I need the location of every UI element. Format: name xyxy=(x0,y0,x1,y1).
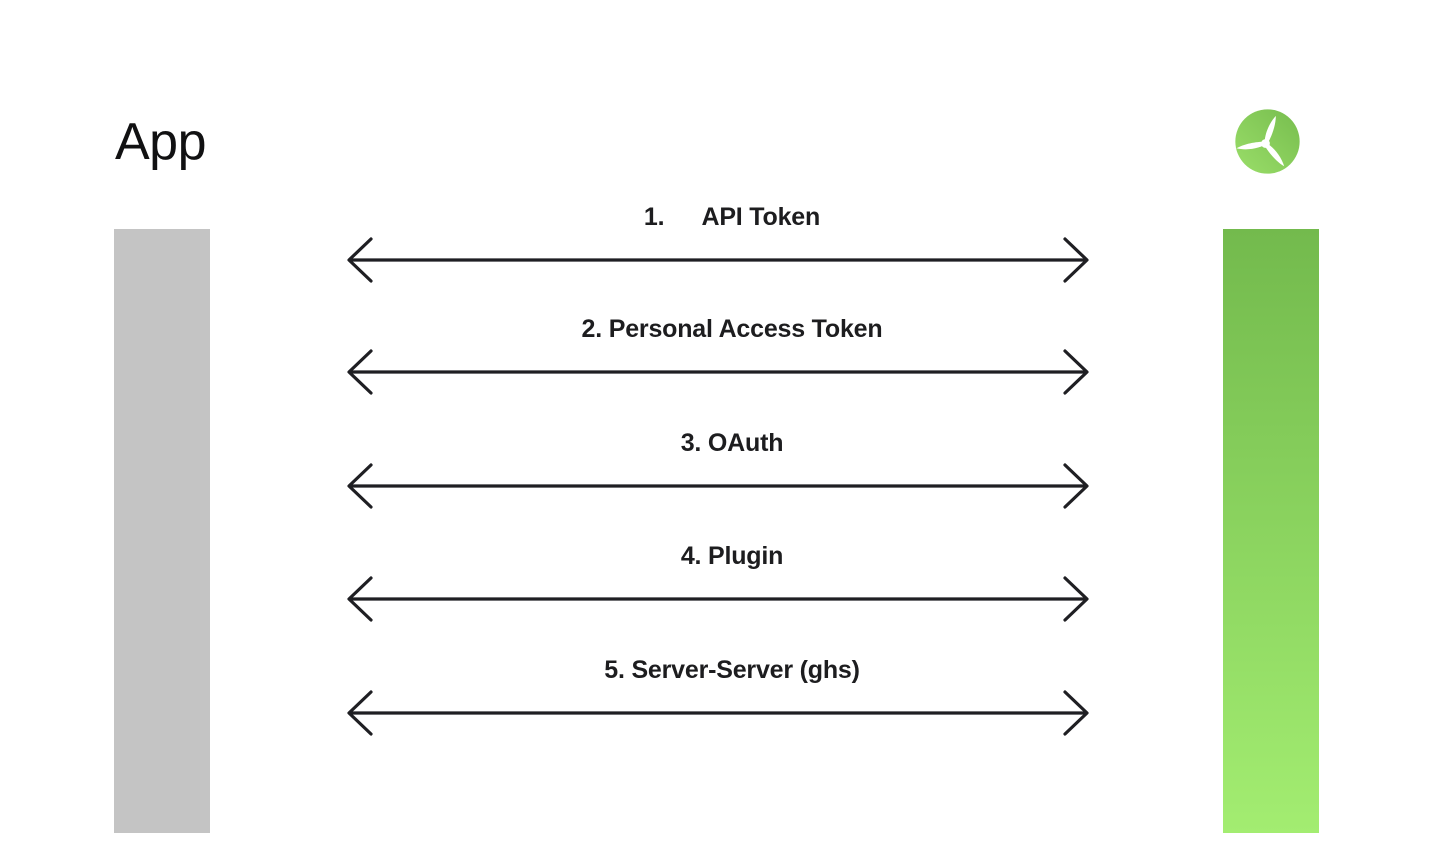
app-title: App xyxy=(115,113,207,171)
service-lifeline-bar xyxy=(1223,229,1319,833)
connection-row: 1. API Token xyxy=(345,200,1091,286)
connection-label: 5. Server-Server (ghs) xyxy=(604,656,860,684)
connection-label: 3. OAuth xyxy=(680,429,784,457)
connection-row: 2. Personal Access Token xyxy=(345,312,1091,398)
connection-label: 4. Plugin xyxy=(680,542,784,570)
connection-row: 3. OAuth xyxy=(345,426,1091,512)
connection-row: 4. Plugin xyxy=(345,539,1091,625)
double-arrow-icon xyxy=(347,576,1089,622)
double-arrow-icon xyxy=(347,463,1089,509)
double-arrow-icon xyxy=(347,349,1089,395)
double-arrow-icon xyxy=(347,690,1089,736)
propeller-logo-icon xyxy=(1235,109,1300,174)
double-arrow-icon xyxy=(347,237,1089,283)
connection-label: 1. API Token xyxy=(643,203,821,231)
app-lifeline-bar xyxy=(114,229,210,833)
connection-row: 5. Server-Server (ghs) xyxy=(345,653,1091,739)
connection-label: 2. Personal Access Token xyxy=(581,315,883,343)
